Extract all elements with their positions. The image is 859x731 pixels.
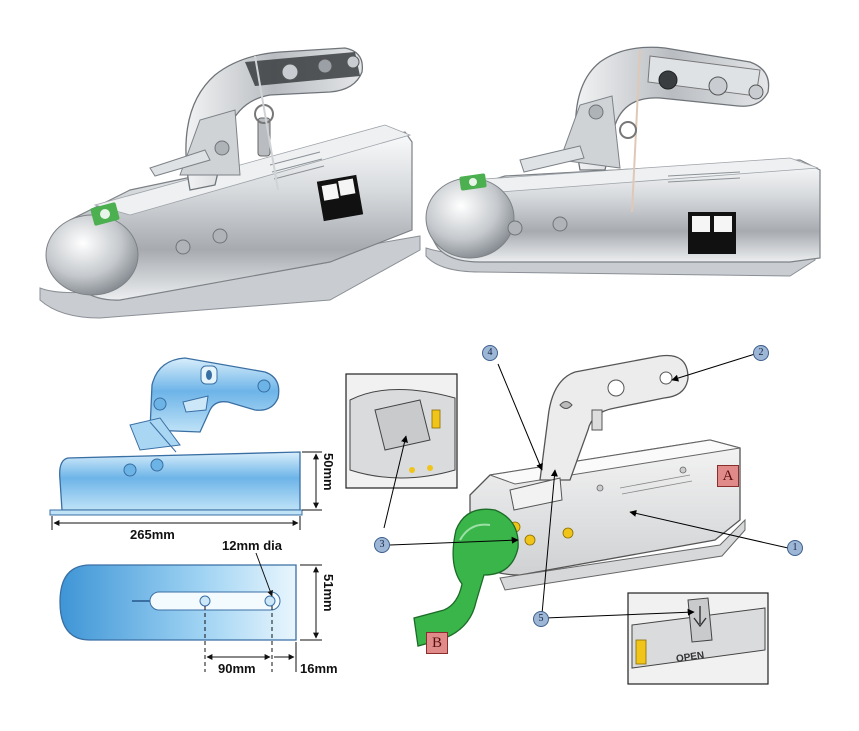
dim-height-label: 50mm: [321, 453, 336, 491]
photo-coupling-left: [39, 47, 421, 319]
part-label-b: B: [426, 632, 448, 654]
drawing-side-view: [49, 357, 322, 530]
callout-marker-1: 1: [787, 540, 803, 556]
dim-length-label: 265mm: [130, 527, 175, 542]
photo-coupling-right: [425, 46, 821, 277]
callout-marker-2: 2: [753, 345, 769, 361]
part-label-a: A: [717, 465, 739, 487]
callout-marker-3: 3: [374, 537, 390, 553]
dim-hole-spacing-label: 90mm: [218, 661, 256, 676]
drawing-top-view: [59, 552, 322, 672]
callout-marker-5: 5: [533, 611, 549, 627]
dim-hole-diameter-label: 12mm dia: [222, 538, 282, 553]
dim-end-offset-label: 16mm: [300, 661, 338, 676]
callout-marker-4: 4: [482, 345, 498, 361]
cad-assembly: [345, 353, 789, 685]
dim-width-label: 51mm: [321, 574, 336, 612]
